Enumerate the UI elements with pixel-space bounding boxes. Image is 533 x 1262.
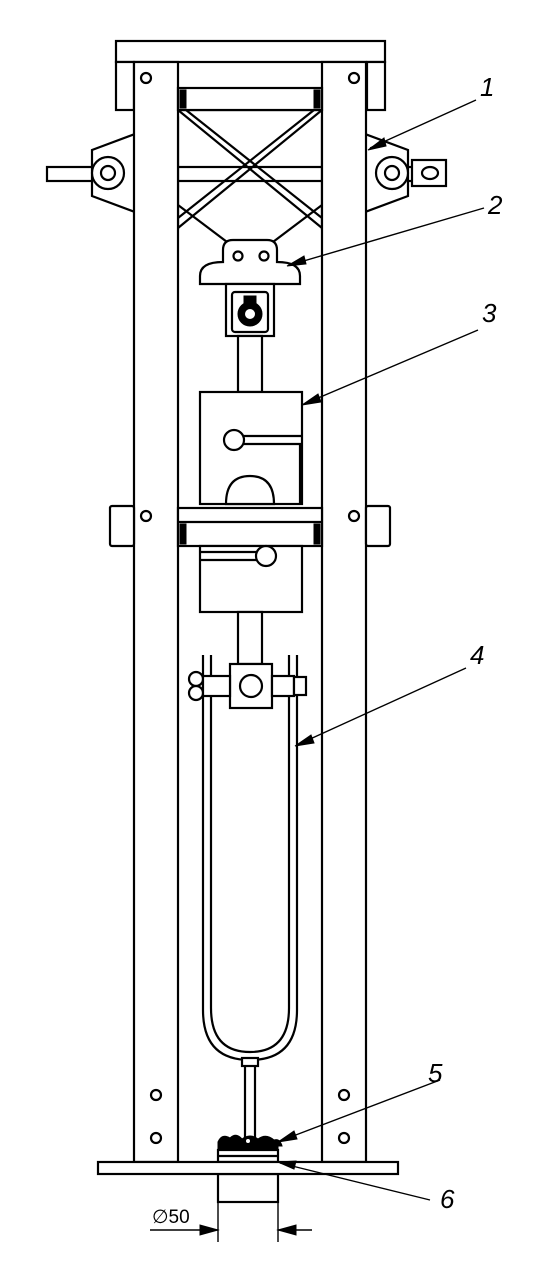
base-disc xyxy=(216,1148,280,1204)
toggle-clamp-mechanism xyxy=(45,108,448,249)
callout-6: 6 xyxy=(277,1160,455,1214)
callout-4: 4 xyxy=(294,640,484,747)
left-column xyxy=(132,60,180,1164)
callout-2-label: 2 xyxy=(487,190,503,220)
base-plate xyxy=(96,1160,400,1176)
callout-1-label: 1 xyxy=(480,72,494,102)
callout-5: 5 xyxy=(277,1058,443,1143)
load-cell xyxy=(198,390,304,506)
callout-5-label: 5 xyxy=(428,1058,443,1088)
diameter-label: ∅50 xyxy=(152,1207,190,1228)
callout-4-label: 4 xyxy=(470,640,484,670)
callout-6-label: 6 xyxy=(440,1184,455,1214)
indenter-rod xyxy=(240,1056,260,1138)
lower-rod xyxy=(236,610,264,666)
diameter-dimension: ∅50 xyxy=(150,1174,312,1242)
callout-1: 1 xyxy=(367,72,494,151)
callout-3-label: 3 xyxy=(482,298,497,328)
upper-rod xyxy=(236,334,264,394)
weight-hanger xyxy=(187,655,308,1062)
callout-2: 2 xyxy=(286,190,503,267)
hanger-saddle xyxy=(198,238,302,338)
upper-crosshead xyxy=(176,86,324,112)
callout-3: 3 xyxy=(301,298,497,406)
load-cell-lower-body xyxy=(198,544,304,614)
right-column xyxy=(320,60,368,1164)
middle-crossbar xyxy=(108,504,392,548)
specimen xyxy=(217,1134,283,1151)
